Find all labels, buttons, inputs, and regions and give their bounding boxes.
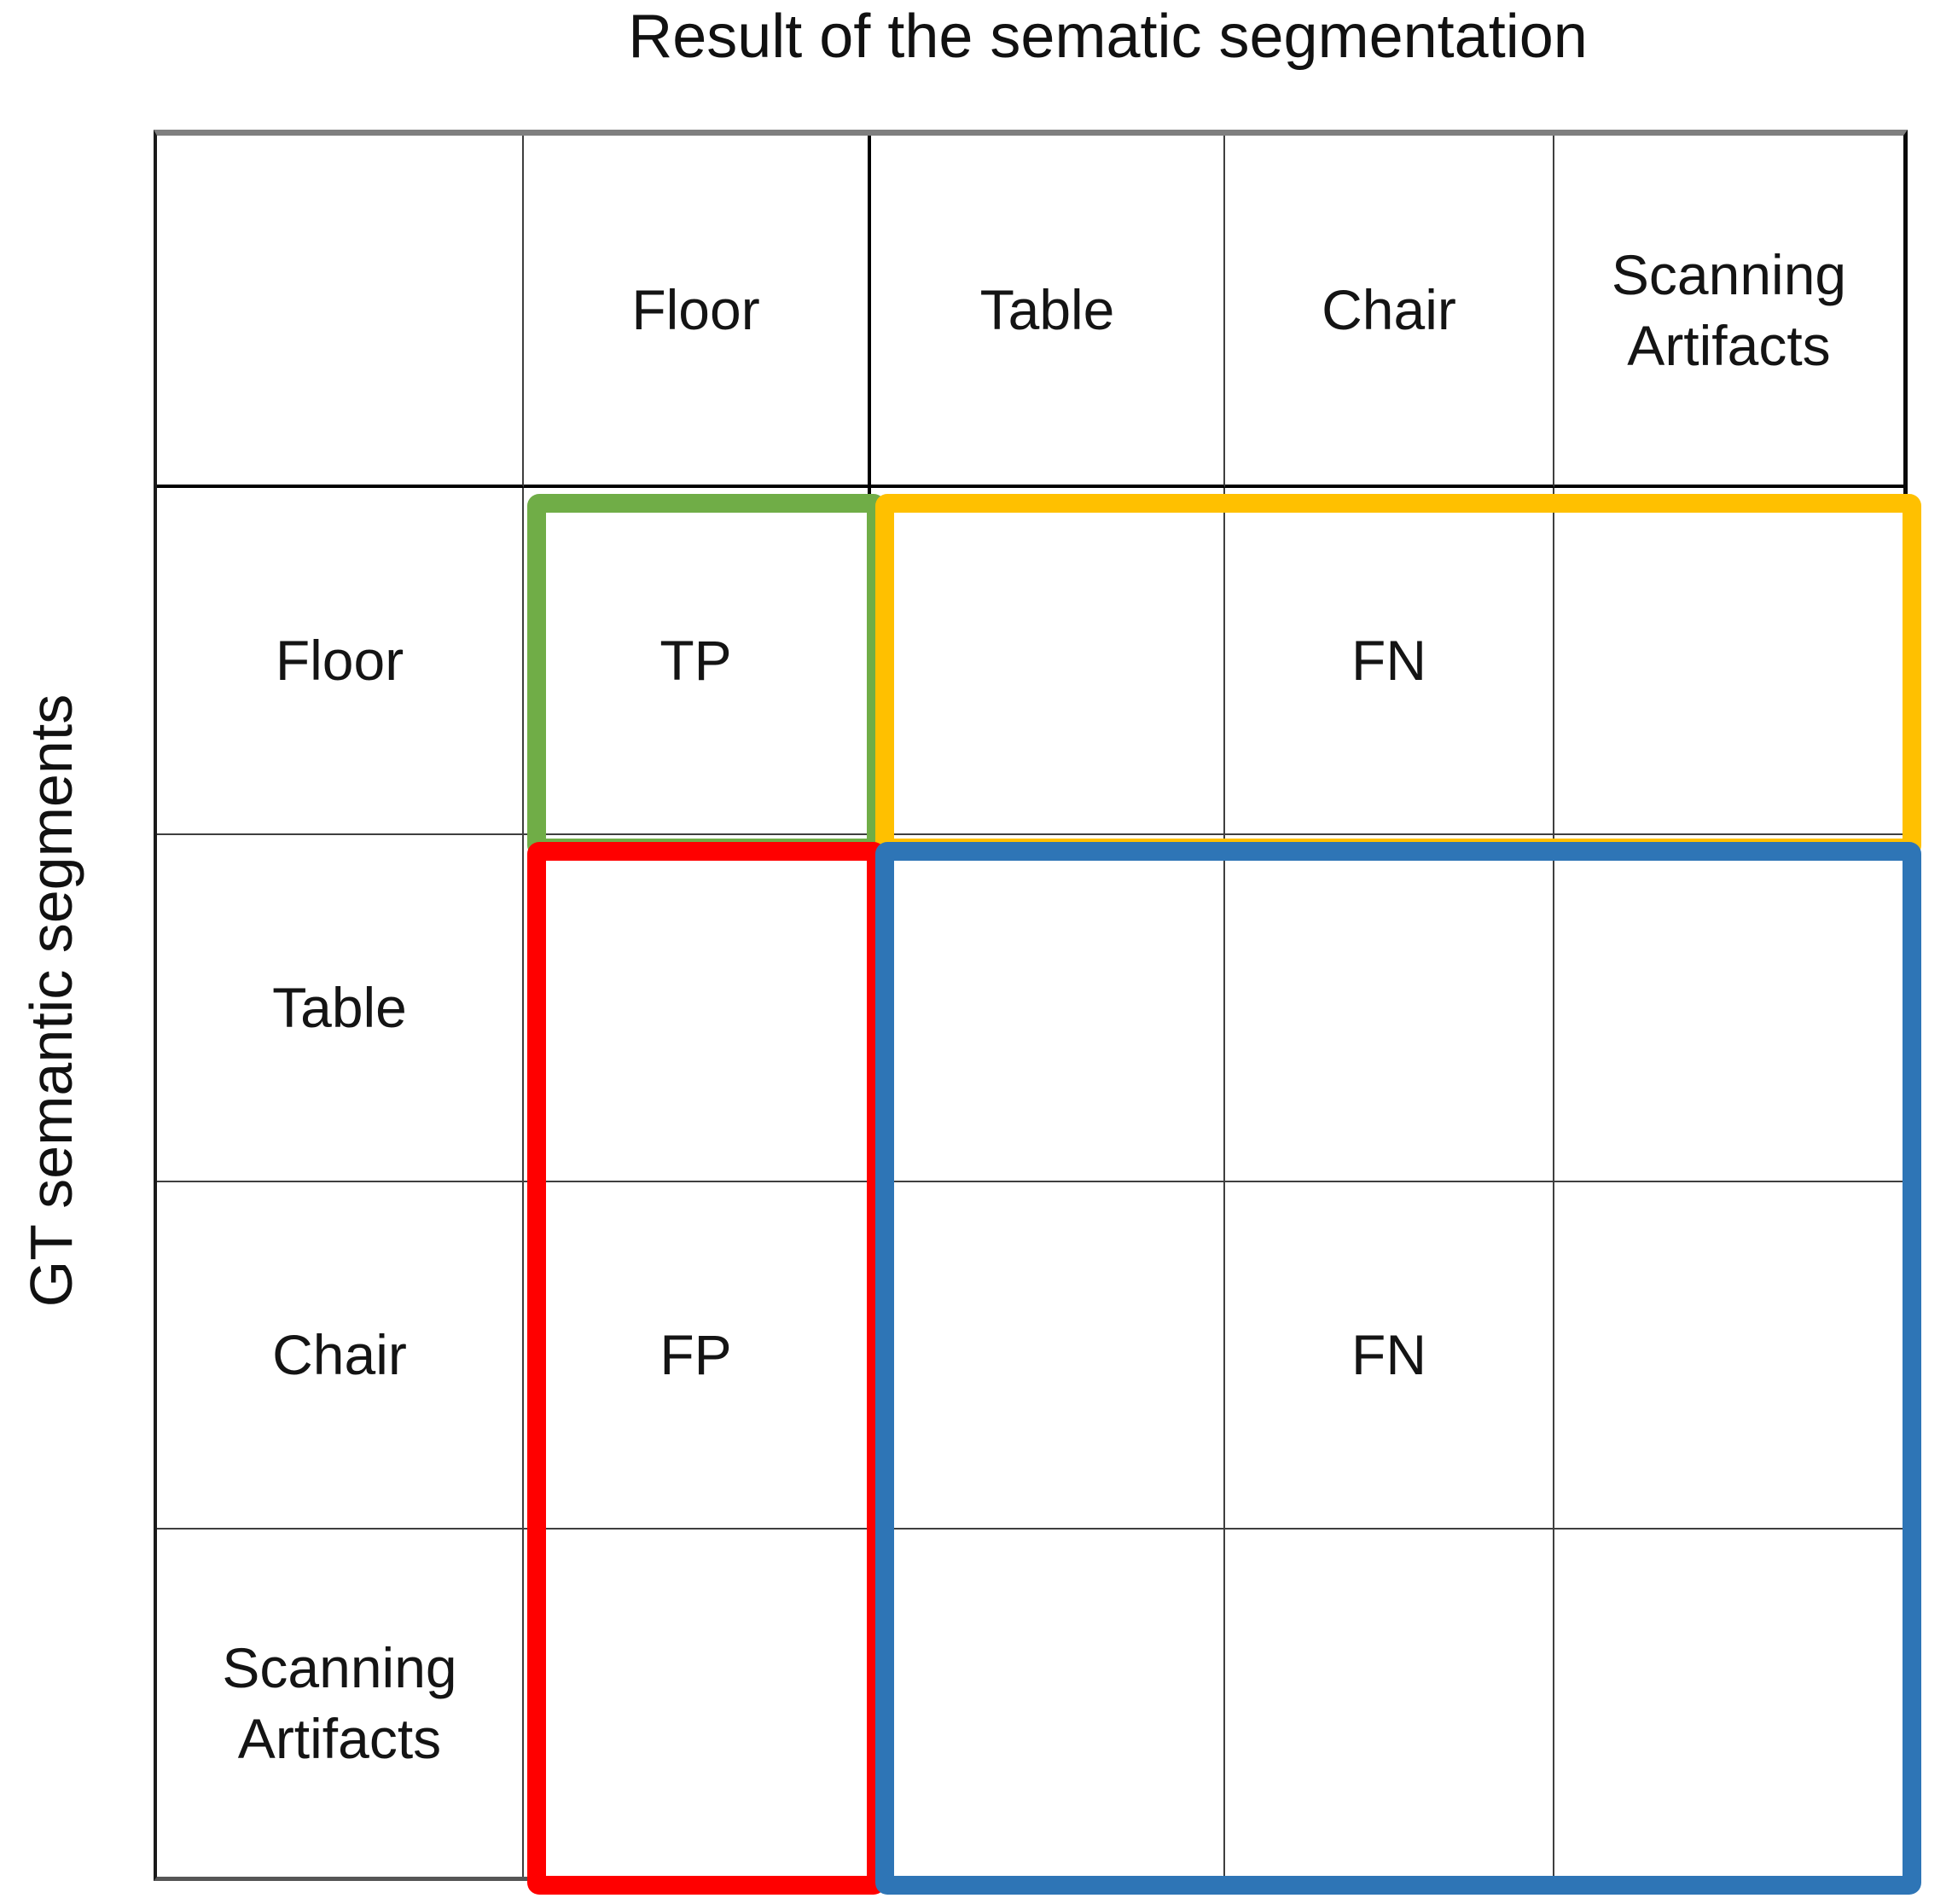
cell-gt-floor-pred-scanning-artifacts bbox=[1554, 488, 1903, 835]
confusion-matrix-table: Floor Table Chair Scanning Artifacts Flo… bbox=[154, 130, 1921, 1895]
cell-gt-chair-pred-chair: FN bbox=[1225, 1182, 1554, 1530]
cell-gt-scanning-artifacts-pred-floor bbox=[524, 1530, 871, 1877]
row-header-floor: Floor bbox=[157, 488, 524, 835]
cell-gt-chair-pred-table bbox=[871, 1182, 1225, 1530]
cell-gt-chair-pred-floor: FP bbox=[524, 1182, 871, 1530]
col-header-scanning-artifacts: Scanning Artifacts bbox=[1554, 136, 1903, 488]
cell-gt-floor-pred-chair: FN bbox=[1225, 488, 1554, 835]
cell-gt-table-pred-scanning-artifacts bbox=[1554, 835, 1903, 1182]
y-axis-label-container: GT semantic segments bbox=[0, 130, 102, 1871]
cell-gt-scanning-artifacts-pred-chair bbox=[1225, 1530, 1554, 1877]
row-header-scanning-artifacts: Scanning Artifacts bbox=[157, 1530, 524, 1877]
cell-gt-table-pred-floor bbox=[524, 835, 871, 1182]
corner-cell bbox=[157, 136, 524, 488]
y-axis-label: GT semantic segments bbox=[18, 694, 84, 1307]
cell-gt-scanning-artifacts-pred-table bbox=[871, 1530, 1225, 1877]
col-header-chair: Chair bbox=[1225, 136, 1554, 488]
cell-gt-scanning-artifacts-pred-scanning-artifacts bbox=[1554, 1530, 1903, 1877]
col-header-table: Table bbox=[871, 136, 1225, 488]
figure-title: Result of the sematic segmentation bbox=[628, 3, 1588, 71]
cell-gt-chair-pred-scanning-artifacts bbox=[1554, 1182, 1903, 1530]
col-header-floor: Floor bbox=[524, 136, 871, 488]
cell-gt-floor-pred-floor: TP bbox=[524, 488, 871, 835]
cell-gt-table-pred-table bbox=[871, 835, 1225, 1182]
cell-gt-floor-pred-table bbox=[871, 488, 1225, 835]
row-header-table: Table bbox=[157, 835, 524, 1182]
row-header-chair: Chair bbox=[157, 1182, 524, 1530]
cell-gt-table-pred-chair bbox=[1225, 835, 1554, 1182]
